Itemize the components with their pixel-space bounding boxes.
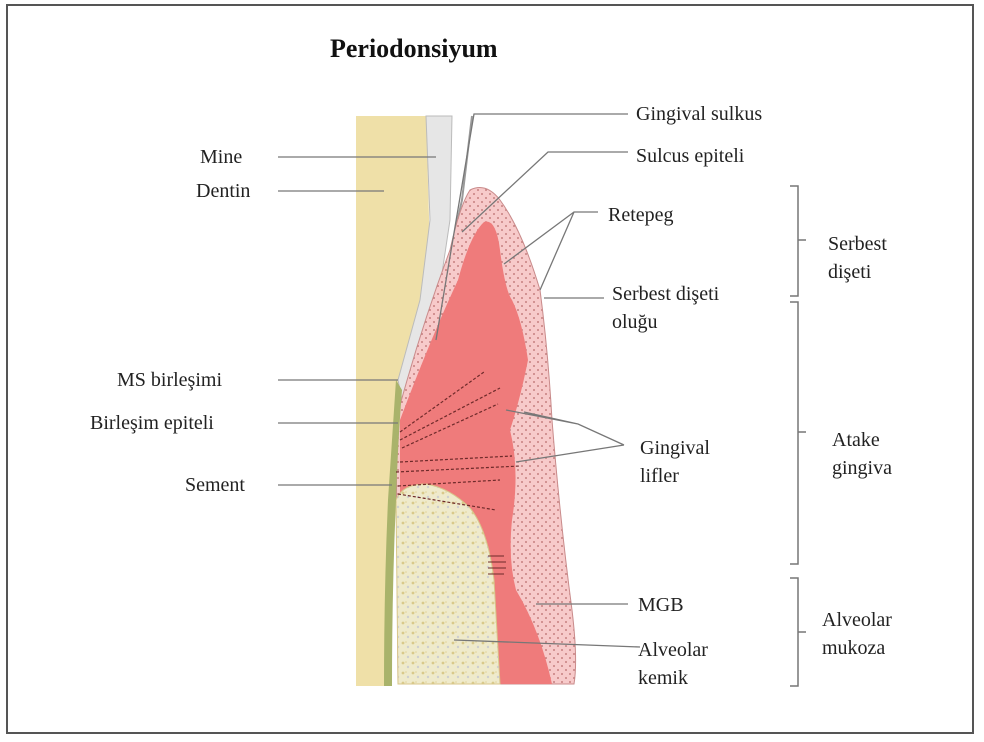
label-gingival-sulkus: Gingival sulkus	[636, 100, 762, 128]
bracket-ataske-gingiva	[790, 302, 806, 564]
region-ataske-gingiva: Atake gingiva	[832, 426, 892, 482]
label-serbest-diseti-olugu: Serbest dişeti oluğu	[612, 280, 719, 336]
label-dentin: Dentin	[196, 177, 250, 205]
diagram-title: Periodonsiyum	[330, 34, 498, 64]
bracket-alveolar-mukoza	[790, 578, 806, 686]
region-alveolar-mukoza: Alveolar mukoza	[822, 606, 892, 662]
label-sement: Sement	[185, 471, 245, 499]
bracket-serbest-diseti	[790, 186, 806, 296]
region-serbest-diseti: Serbest dişeti	[828, 230, 887, 286]
label-alveolar-kemik: Alveolar kemik	[638, 636, 708, 692]
label-gingival-lifler: Gingival lifler	[640, 434, 710, 490]
label-sulcus-epiteli: Sulcus epiteli	[636, 142, 744, 170]
label-mine: Mine	[200, 143, 242, 171]
label-birlesim-epiteli: Birleşim epiteli	[90, 409, 214, 437]
label-ms-birlesimi: MS birleşimi	[117, 366, 222, 394]
label-retepeg: Retepeg	[608, 201, 674, 229]
region-brackets	[790, 186, 806, 686]
label-mgb: MGB	[638, 591, 684, 619]
